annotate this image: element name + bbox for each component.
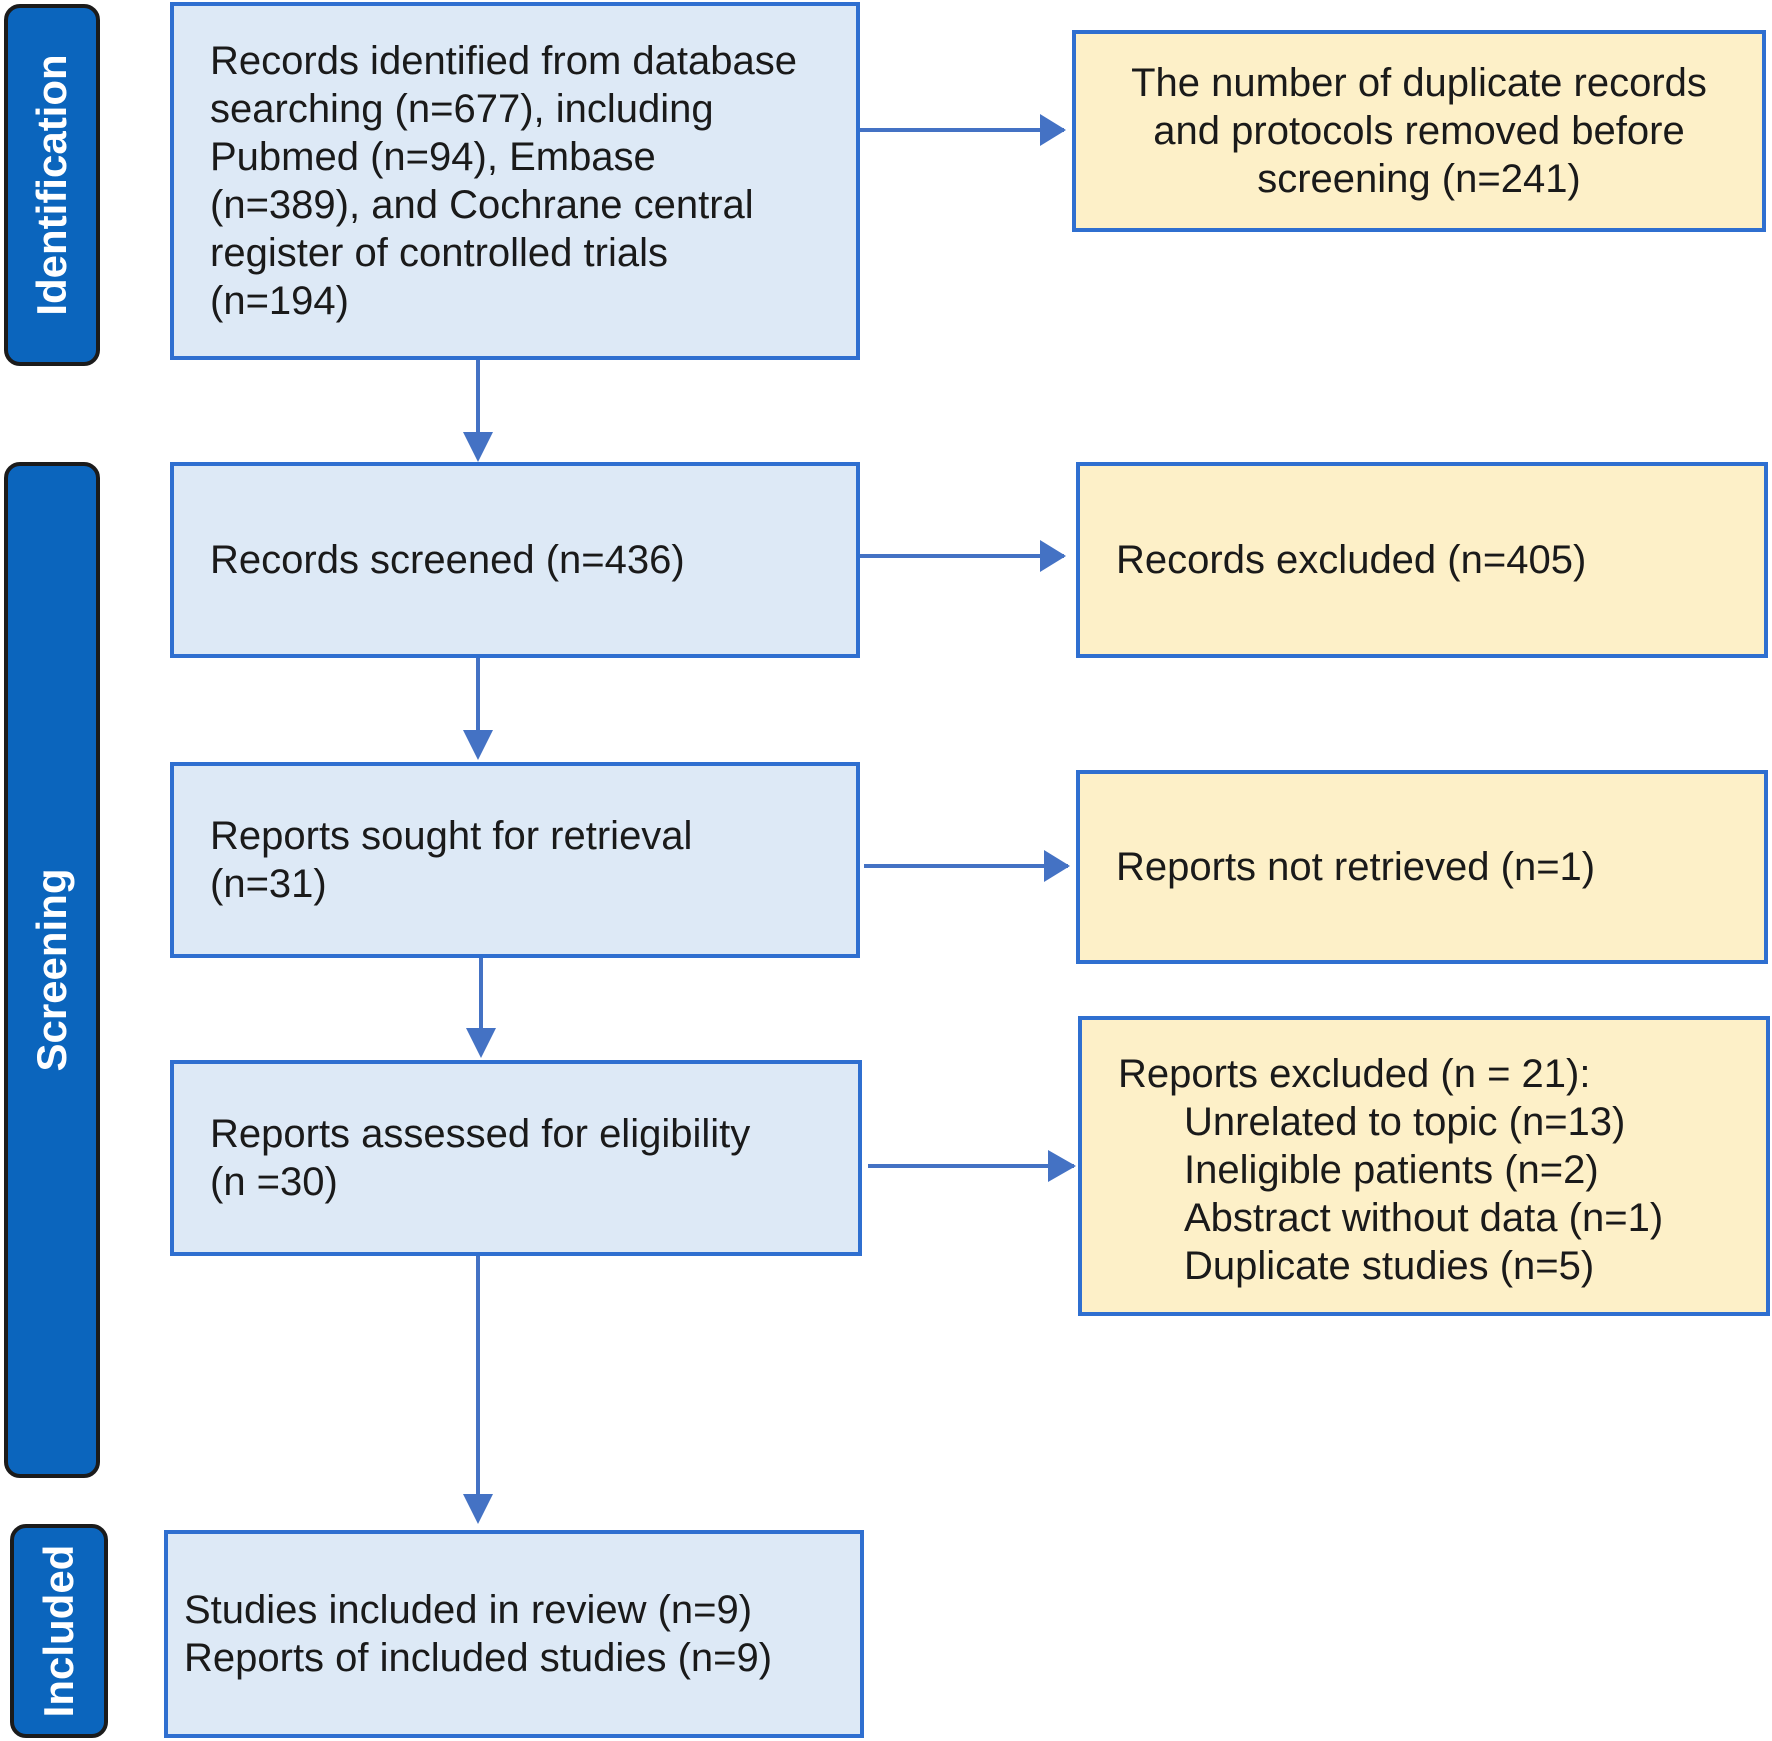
arrow-head-assessed [466,1028,496,1058]
box-line: screening (n=241) [1257,157,1581,201]
box-line: Records excluded (n=405) [1116,538,1587,582]
box-line: and protocols removed before [1153,109,1685,153]
box-reports-assessed: Reports assessed for eligibility (n =30) [170,1060,862,1256]
box-reports-excluded: Reports excluded (n = 21): Unrelated to … [1078,1016,1770,1316]
box-line: (n=194) [210,279,349,323]
box-line: Pubmed (n=94), Embase [210,135,656,179]
box-line: searching (n=677), including [210,87,714,131]
arrow-head-duplicates [1040,114,1066,146]
arrow-head-sought [463,730,493,760]
arrow-head-screened [463,432,493,462]
arrow-head-included [463,1494,493,1524]
arrow-head-excluded [1040,540,1066,572]
box-duplicates-removed: The number of duplicate records and prot… [1072,30,1766,232]
arrow-head-reports-excluded [1048,1150,1076,1182]
phase-screening: Screening [4,462,100,1478]
exclusion-reason: Duplicate studies (n=5) [1184,1244,1595,1288]
box-line: Records screened (n=436) [210,538,685,582]
reports-excluded-heading: Reports excluded (n = 21): [1118,1052,1591,1096]
box-line: (n =30) [210,1160,338,1204]
box-line: Studies included in review (n=9) [184,1588,753,1632]
box-records-identified: Records identified from database searchi… [170,2,860,360]
box-records-screened: Records screened (n=436) [170,462,860,658]
box-line: Reports not retrieved (n=1) [1116,845,1596,889]
box-line: Records identified from database [210,39,797,83]
exclusion-reason: Abstract without data (n=1) [1184,1196,1664,1240]
arrow-head-not-retrieved [1044,850,1070,882]
box-reports-sought: Reports sought for retrieval (n=31) [170,762,860,958]
box-line: Reports sought for retrieval [210,814,693,858]
box-studies-included: Studies included in review (n=9) Reports… [164,1530,864,1738]
box-reports-not-retrieved: Reports not retrieved (n=1) [1076,770,1768,964]
box-line: register of controlled trials [210,231,668,275]
exclusion-reason: Ineligible patients (n=2) [1184,1148,1599,1192]
phase-included: Included [10,1524,108,1738]
exclusion-reason: Unrelated to topic (n=13) [1184,1100,1626,1144]
box-line: (n=389), and Cochrane central [210,183,754,227]
box-line: (n=31) [210,862,327,906]
box-line: Reports assessed for eligibility [210,1112,751,1156]
phase-identification: Identification [4,4,100,366]
box-records-excluded: Records excluded (n=405) [1076,462,1768,658]
box-line: The number of duplicate records [1131,61,1707,105]
box-line: Reports of included studies (n=9) [184,1636,773,1680]
